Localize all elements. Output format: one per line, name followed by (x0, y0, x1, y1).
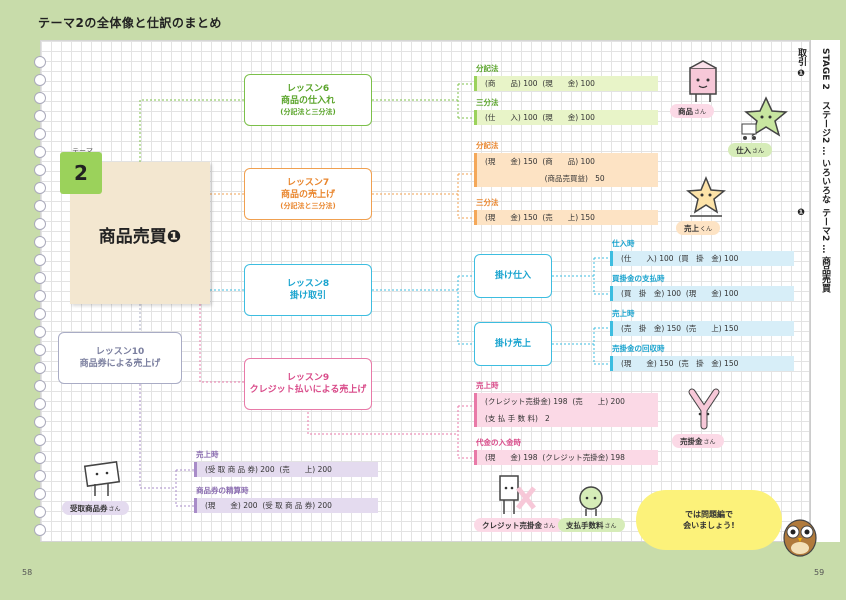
theme-name: 商品売買❶ (98, 227, 182, 247)
l10-uriage-label: 売上時 (196, 450, 219, 459)
speech-bubble: では問題編で 会いましょう! (636, 490, 782, 550)
credit-label-tag: クレジット売掛金さん (474, 518, 564, 532)
kaikake-label: 買掛金の支払時 (612, 274, 665, 283)
uriage-character-icon (686, 176, 726, 217)
l7-sanbunho-entry: (現 金) 150 (売 上) 150 (474, 210, 658, 225)
kake-shiire-label: 掛け仕入 (494, 271, 531, 281)
urikakekin-label: 売掛金さん (672, 434, 724, 448)
lesson-6-sub: (分記法と三分法) (280, 108, 336, 116)
l10-seisan-label: 商品券の精算時 (196, 486, 249, 495)
lesson-7-box[interactable]: レッスン7 商品の売上げ (分記法と三分法) (244, 168, 372, 220)
lesson-6-name: 商品の仕入れ (280, 96, 335, 106)
credit-line2: (支 払 手 数 料) 2 (485, 414, 550, 423)
stage-tab: STAGE 2 ステージ2 … いろいろな取引 ❶ (796, 44, 837, 204)
shiire-ji-label: 仕入時 (612, 239, 635, 248)
lesson-9-box[interactable]: レッスン9 クレジット払いによる売上げ (244, 358, 372, 410)
uketori-label: 受取商品券さん (62, 501, 129, 515)
page-number-right: 59 (814, 568, 825, 577)
l7-bunkiho-line1: (現 金) 150 (商 品) 100 (485, 157, 595, 166)
lesson-8-title: レッスン8 (286, 279, 330, 289)
shiire-character-icon (741, 96, 788, 140)
lesson-6-box[interactable]: レッスン6 商品の仕入れ (分記法と三分法) (244, 74, 372, 126)
lesson-8-box[interactable]: レッスン8 掛け取引 (244, 264, 372, 316)
lesson-7-sub: (分記法と三分法) (280, 202, 336, 210)
credit-character-icon (499, 475, 536, 514)
tesuryo-character-icon (579, 486, 603, 516)
lesson-7-title: レッスン7 (286, 178, 330, 188)
page-number-left: 58 (22, 568, 33, 577)
theme-tab: テーマ2 … 商品売買 ❶ (796, 208, 830, 293)
l10-seisan-entry: (現 金) 200 (受 取 商 品 券) 200 (194, 498, 378, 513)
sidebar (810, 40, 840, 542)
l6-bunkiho-label: 分記法 (476, 64, 499, 73)
page-title: テーマ2の全体像と仕訳のまとめ (38, 16, 222, 30)
kake-uriage-box[interactable]: 掛け売上 (474, 322, 552, 366)
kake-shiire-box[interactable]: 掛け仕入 (474, 254, 552, 298)
stage-title: ステージ2 … いろいろな取引 ❶ (796, 48, 830, 204)
l7-bunkiho-line2: (商品売買益) 50 (485, 174, 605, 183)
kake-uriage-label: 掛け売上 (494, 339, 531, 349)
kaikake-entry: (買 掛 金) 100 (現 金) 100 (610, 286, 794, 301)
lesson-10-box[interactable]: レッスン10 商品券による売上げ (58, 332, 182, 384)
l7-bunkiho-label: 分記法 (476, 141, 499, 150)
shohin-label: 商品さん (670, 104, 715, 118)
shiire-ji-entry: (仕 入) 100 (買 掛 金) 100 (610, 251, 794, 266)
daikin-entry: (現 金) 198 (クレジット売掛金) 198 (474, 450, 658, 465)
credit-entry: (クレジット売掛金) 198 (売 上) 200 (支 払 手 数 料) 2 (474, 393, 658, 427)
bubble-line-1: では問題編で (685, 510, 733, 519)
owl-icon (783, 519, 817, 557)
lesson-9-name: クレジット払いによる売上げ (249, 385, 367, 395)
urikakekin-character-icon (688, 388, 720, 430)
urikake-label: 売掛金の回収時 (612, 344, 665, 353)
shohin-character-icon (689, 60, 717, 102)
theme-number-badge: 2 (60, 152, 102, 194)
l6-sanbunho-entry: (仕 入) 100 (現 金) 100 (474, 110, 658, 125)
shiire-label: 仕入さん (728, 143, 773, 157)
urikake-entry: (現 金) 150 (売 掛 金) 150 (610, 356, 794, 371)
credit-label: 売上時 (476, 381, 499, 390)
l6-sanbunho-label: 三分法 (476, 98, 499, 107)
uketori-character-icon (83, 461, 121, 496)
lesson-7-name: 商品の売上げ (280, 190, 335, 200)
uriage-ji-label: 売上時 (612, 309, 635, 318)
lesson-6-title: レッスン6 (286, 84, 330, 94)
l6-bunkiho-entry: (商 品) 100 (現 金) 100 (474, 76, 658, 91)
lesson-9-title: レッスン9 (286, 373, 330, 383)
tesuryo-label: 支払手数料さん (558, 518, 625, 532)
daikin-label: 代金の入金時 (476, 438, 521, 447)
l10-uriage-entry: (受 取 商 品 券) 200 (売 上) 200 (194, 462, 378, 477)
l7-bunkiho-entry: (現 金) 150 (商 品) 100 (商品売買益) 50 (474, 153, 658, 187)
bubble-line-2: 会いましょう! (683, 521, 735, 530)
credit-line1: (クレジット売掛金) 198 (売 上) 200 (485, 397, 625, 406)
l7-sanbunho-label: 三分法 (476, 198, 499, 207)
lesson-10-name: 商品券による売上げ (79, 359, 161, 369)
lesson-8-name: 掛け取引 (289, 291, 326, 301)
theme-label: テーマ (72, 147, 93, 155)
uriage-label: 売上くん (676, 221, 721, 235)
stage-label: STAGE 2 (820, 48, 830, 90)
uriage-ji-entry: (売 掛 金) 150 (売 上) 150 (610, 321, 794, 336)
lesson-10-title: レッスン10 (95, 347, 145, 357)
